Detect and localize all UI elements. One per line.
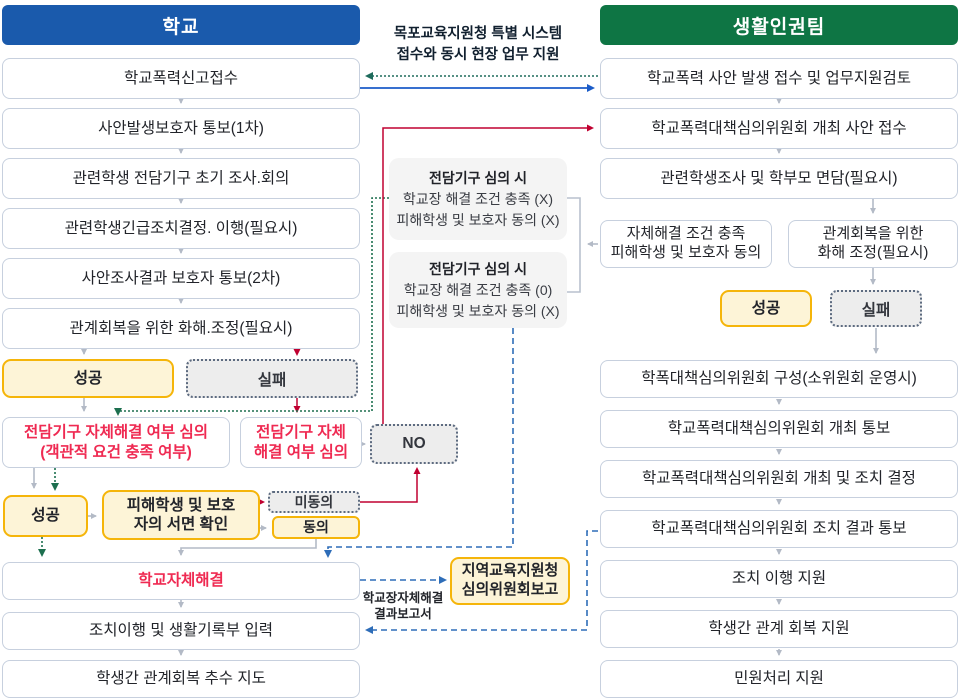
record-entry-label: 조치이행 및 생활기록부 입력 [88,622,274,640]
report-note-line1: 학교장자체해결 [362,591,444,605]
step-committee-case-intake: 학교폭력대책심의위원회 개최 사안 접수 [600,108,958,149]
self-resolution-label: 학교자체해결 [138,572,224,590]
left-header-label: 학교 [162,16,200,38]
step-guardian-notice-2: 사안조사결과 보호자 통보(2차) [2,258,360,299]
step-label: 학교폭력 사안 발생 접수 및 업무지원검토 [647,69,911,87]
step-reconciliation: 관계회복을 위한 화해.조정(필요시) [2,308,360,349]
step-label: 학교폭력대책심의위원회 개최 사안 접수 [651,119,907,137]
step-complaint-support: 민원처리 지원 [600,660,958,698]
step-initial-investigation: 관련학생 전담기구 초기 조사.회의 [2,158,360,199]
record-entry-box: 조치이행 및 생활기록부 입력 [2,612,360,650]
top-note: 목포교육지원청 특별 시스템 접수와 동시 현장 업무 지원 [362,24,594,66]
step-subcommittee: 학폭대책심의위원회 구성(소위원회 운영시) [600,360,958,398]
mediation-line1: 관계회복을 위한 [822,225,924,243]
fail-label: 실패 [257,371,287,389]
step-measure-support: 조치 이행 지원 [600,560,958,598]
bracket-cases [567,197,581,293]
top-note-line2: 접수와 동시 현장 업무 지원 [396,47,560,64]
cond-line2: 피해학생 및 보호자 동의 [610,244,762,261]
cond-line1: 자체해결 조건 충족 [626,225,746,243]
case1-line1: 학교장 해결 조건 충족 (X) [402,190,554,207]
right-header-label: 생활인권팀 [732,16,826,38]
success-box-3: 성공 [720,290,812,327]
step-committee-decision: 학교폭력대책심의위원회 개최 및 조치 결정 [600,460,958,498]
fail-box-1: 실패 [186,359,358,398]
review-narrow-box: 전담기구 자체 해결 여부 심의 [240,417,362,468]
left-column-header: 학교 [2,5,360,45]
step-report-intake: 학교폭력신고접수 [2,58,360,99]
written-confirm-box: 피해학생 및 보호 자의 서면 확인 [102,490,260,540]
step-student-parent-interview: 관련학생조사 및 학부모 면담(필요시) [600,158,958,199]
success-box-1: 성공 [2,359,174,398]
self-resolve-condition-box: 자체해결 조건 충족 피해학생 및 보호자 동의 [600,220,772,268]
review-line2: (객관적 요건 충족 여부) [40,443,192,461]
step-label: 사안조사결과 보호자 통보(2차) [81,269,281,287]
step-label: 민원처리 지원 [734,670,824,688]
top-note-line1: 목포교육지원청 특별 시스템 [393,26,563,42]
step-label: 학생간 관계 회복 지원 [708,620,850,638]
success-label: 성공 [73,369,103,387]
disagree-label: 미동의 [294,494,334,510]
followup-label: 학생간 관계회복 추수 지도 [96,670,266,688]
review-line1: 전담기구 자체해결 여부 심의 [23,424,209,442]
step-label: 관계회복을 위한 화해.조정(필요시) [69,319,293,337]
step-emergency-measure: 관련학생긴급조치결정. 이행(필요시) [2,208,360,249]
case1-line2: 피해학생 및 보호자 동의 (X) [396,211,560,228]
mediation-box: 관계회복을 위한 화해 조정(필요시) [788,220,958,268]
path-agree-selfresolve [178,539,317,556]
fail-box-2: 실패 [830,290,922,327]
disagree-box: 미동의 [268,491,360,513]
self-resolution-box: 학교자체해결 [2,562,360,600]
case2-box: 전담기구 심의 시 학교장 해결 조건 충족 (0) 피해학생 및 보호자 동의… [389,252,567,328]
step-label: 관련학생조사 및 학부모 면담(필요시) [660,169,898,187]
success-box-2: 성공 [3,495,88,537]
step-guardian-notice-1: 사안발생보호자 통보(1차) [2,108,360,149]
case2-line1: 학교장 해결 조건 충족 (0) [403,281,553,298]
step-label: 관련학생긴급조치결정. 이행(필요시) [64,219,298,237]
step-label: 학교폭력대책심의위원회 개최 통보 [667,420,891,438]
step-case-intake-review: 학교폭력 사안 발생 접수 및 업무지원검토 [600,58,958,99]
agree-box: 동의 [272,516,360,539]
report-box-line1: 지역교육지원청 [461,562,559,580]
confirm-line1: 피해학생 및 보호 [126,496,236,514]
no-label: NO [402,435,426,452]
agree-label: 동의 [303,518,329,535]
case2-line2: 피해학생 및 보호자 동의 (X) [396,302,560,319]
case1-box: 전담기구 심의 시 학교장 해결 조건 충족 (X) 피해학생 및 보호자 동의… [389,158,567,240]
no-box: NO [370,424,458,464]
mediation-line2: 화해 조정(필요시) [817,244,929,261]
report-box-line2: 심의위원회보고 [461,581,559,598]
followup-box: 학생간 관계회복 추수 지도 [2,660,360,698]
success-label: 성공 [751,299,781,317]
step-label: 학교폭력대책심의위원회 개최 및 조치 결정 [642,470,916,488]
success-label: 성공 [31,507,60,525]
step-label: 학폭대책심의위원회 구성(소위원회 운영시) [641,370,917,388]
step-label: 학교폭력대책심의위원회 조치 결과 통보 [651,520,907,538]
case2-title: 전담기구 심의 시 [429,260,527,277]
review-line2: 해결 여부 심의 [253,443,349,461]
step-label: 조치 이행 지원 [731,570,827,588]
step-result-notice: 학교폭력대책심의위원회 조치 결과 통보 [600,510,958,548]
case1-title: 전담기구 심의 시 [429,169,527,186]
review-line1: 전담기구 자체 [256,424,346,442]
review-wide-box: 전담기구 자체해결 여부 심의 (객관적 요건 충족 여부) [2,417,230,468]
right-column-header: 생활인권팀 [600,5,958,45]
step-committee-notice: 학교폭력대책심의위원회 개최 통보 [600,410,958,448]
regional-report-box: 지역교육지원청 심의위원회보고 [450,557,570,605]
step-label: 학교폭력신고접수 [123,69,239,87]
fail-label: 실패 [861,301,891,319]
confirm-line2: 자의 서면 확인 [133,516,229,533]
path-disagree-no [360,467,421,503]
step-label: 관련학생 전담기구 초기 조사.회의 [72,169,290,187]
report-note-line2: 결과보고서 [374,607,432,622]
step-relationship-support: 학생간 관계 회복 지원 [600,610,958,648]
step-label: 사안발생보호자 통보(1차) [98,119,264,137]
report-note: 학교장자체해결 결과보고서 [352,590,454,623]
